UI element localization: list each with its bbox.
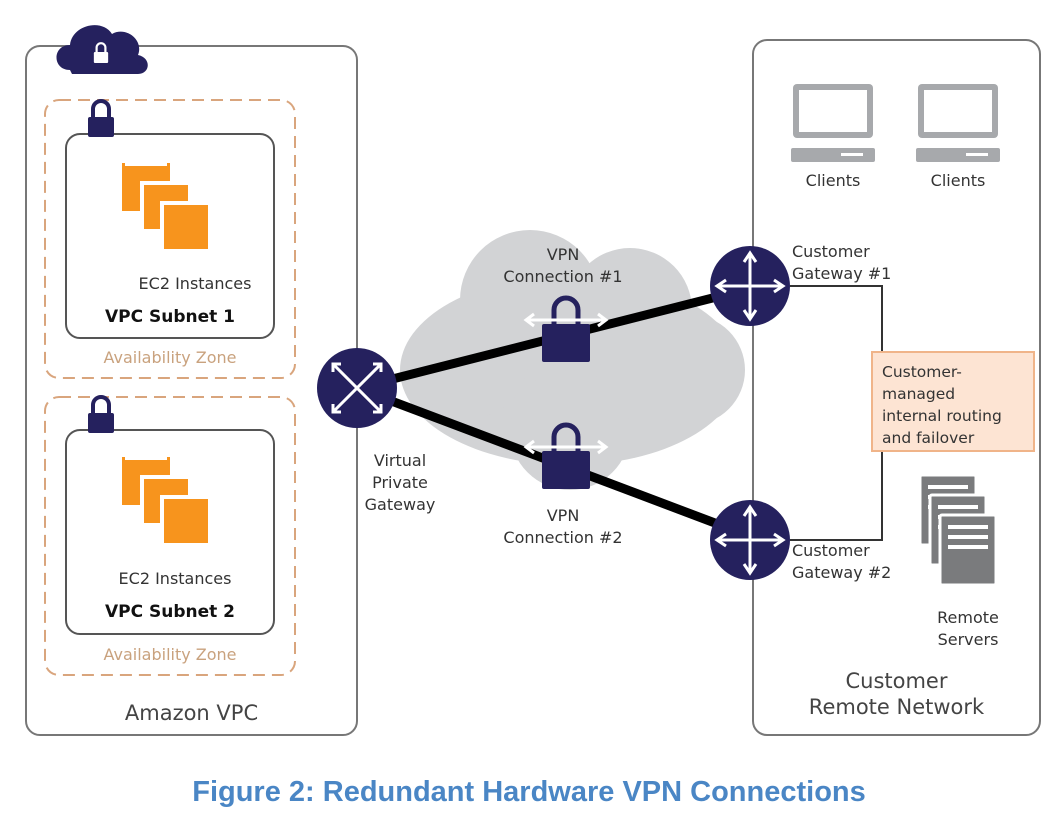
- client-2-icon: [916, 84, 1000, 162]
- client-1-icon: [791, 84, 875, 162]
- vpc-subnet-1-label: VPC Subnet 1: [104, 307, 236, 327]
- customer-gateway-1-label: Customer Gateway #1: [792, 242, 892, 283]
- customer-gateway-2-label: Customer Gateway #2: [792, 541, 892, 582]
- remote-servers-label: Remote Servers: [937, 608, 999, 649]
- routing-failover-note: Customer- managed internal routing and f…: [871, 351, 1035, 452]
- availability-zone-2: [44, 396, 296, 676]
- customer-gateway-1-icon: [708, 244, 792, 328]
- customer-network-label: Customer Remote Network: [808, 669, 985, 719]
- vpc-subnet-2-label: VPC Subnet 2: [104, 602, 236, 622]
- availability-zone-2-label: Availability Zone: [103, 645, 237, 664]
- availability-zone-1-label: Availability Zone: [103, 348, 237, 367]
- figure-caption: Figure 2: Redundant Hardware VPN Connect…: [192, 776, 866, 808]
- amazon-vpc-label: Amazon VPC: [124, 701, 259, 725]
- internet-cloud: [400, 230, 745, 490]
- ec2-instances-2-label: EC2 Instances: [118, 569, 232, 588]
- client-1-label: Clients: [805, 171, 861, 190]
- customer-gateway-2-icon: [708, 498, 792, 582]
- ec2-instances-1-label: EC2 Instances: [138, 274, 252, 293]
- client-2-label: Clients: [930, 171, 986, 190]
- virtual-private-gateway-icon: [317, 348, 397, 428]
- virtual-private-gateway-label: Virtual Private Gateway: [364, 451, 436, 514]
- vpc-cloud-lock-icon: [56, 25, 148, 75]
- vpn-connection-1-label: VPN Connection #1: [503, 245, 623, 286]
- vpn-connection-2-label: VPN Connection #2: [503, 506, 623, 547]
- availability-zone-1: [44, 99, 296, 379]
